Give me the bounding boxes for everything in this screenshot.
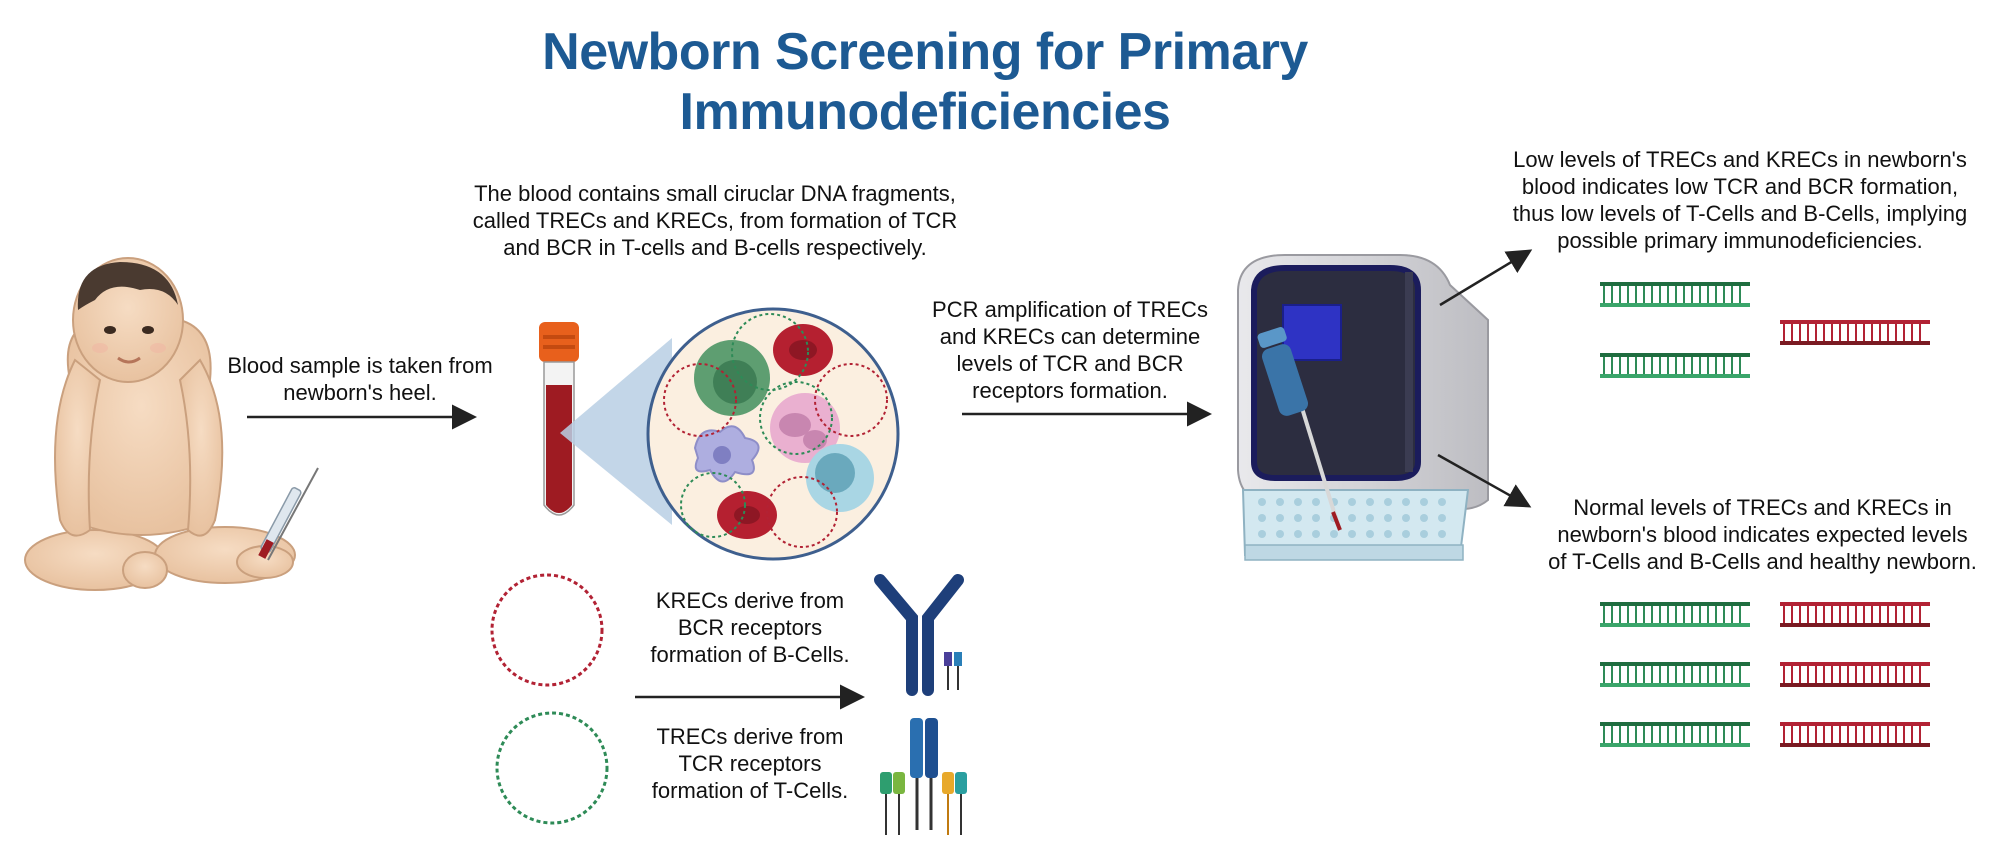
blood-cells-zoom [646, 307, 900, 561]
pcr-line: and KRECs can determine [939, 324, 1201, 349]
zoom-cone [560, 338, 672, 525]
low-levels-line: possible primary immunodeficiencies. [1557, 228, 1923, 253]
blood-contains-line: called TRECs and KRECs, from formation o… [472, 208, 958, 233]
arrow-machine-to-low [1439, 249, 1533, 307]
green-dna-strand [1600, 602, 1750, 627]
red-dna-strand [1780, 662, 1930, 687]
normal-levels-line: of T-Cells and B-Cells and healthy newbo… [1548, 549, 1977, 574]
low-levels-label: Low levels of TRECs and KRECs in newborn… [1500, 146, 1980, 254]
krecs-label: KRECs derive from BCR receptors formatio… [615, 587, 885, 668]
low-levels-line: blood indicates low TCR and BCR formatio… [1521, 174, 1959, 199]
pcr-label: PCR amplification of TRECs and KRECs can… [910, 296, 1230, 404]
red-dna-strand [1780, 320, 1930, 345]
page-title: Newborn Screening for Primary Immunodefi… [542, 23, 1308, 141]
krec-dna-ring [490, 573, 604, 687]
normal-levels-line: newborn's blood indicates expected level… [1557, 522, 1968, 547]
pcr-line: PCR amplification of TRECs [932, 297, 1208, 322]
green-dna-strand [1600, 662, 1750, 687]
blood-sample-line: newborn's heel. [283, 380, 437, 405]
bcr-antibody-icon [874, 574, 964, 696]
green-dna-strand [1600, 282, 1750, 307]
normal-dna-strands [1600, 602, 1930, 747]
blood-contains-line: and BCR in T-cells and B-cells respectiv… [503, 235, 927, 260]
trecs-line: TCR receptors [678, 751, 822, 776]
krecs-line: KRECs derive from [655, 588, 845, 613]
trecs-line: formation of T-Cells. [651, 778, 849, 803]
baby-illustration [24, 257, 296, 591]
krecs-line: formation of B-Cells. [650, 642, 850, 667]
normal-levels-label: Normal levels of TRECs and KRECs in newb… [1535, 494, 1990, 575]
low-levels-line: Low levels of TRECs and KRECs in newborn… [1513, 147, 1967, 172]
blood-tube-icon [539, 322, 579, 516]
well-plate-icon [1241, 489, 1470, 561]
trecs-line: TRECs derive from [656, 724, 844, 749]
blood-sample-label: Blood sample is taken from newborn's hee… [205, 352, 515, 406]
pipette-icon [1257, 327, 1342, 531]
syringe-icon [258, 467, 319, 561]
low-levels-line: thus low levels of T-Cells and B-Cells, … [1512, 201, 1968, 226]
green-dna-strand [1600, 353, 1750, 378]
pcr-line: receptors formation. [972, 378, 1168, 403]
trec-dna-ring [495, 711, 609, 825]
krecs-line: BCR receptors [677, 615, 823, 640]
blood-sample-line: Blood sample is taken from [227, 353, 493, 378]
arrow-machine-to-normal [1437, 453, 1532, 508]
blood-contains-label: The blood contains small ciruclar DNA fr… [430, 180, 1000, 261]
red-dna-strand [1780, 722, 1930, 747]
pcr-machine-icon [1237, 254, 1489, 510]
tcr-receptor-icon [880, 718, 967, 835]
green-dna-strand [1600, 722, 1750, 747]
trecs-label: TRECs derive from TCR receptors formatio… [615, 723, 885, 804]
red-dna-strand [1780, 602, 1930, 627]
pcr-line: levels of TCR and BCR [956, 351, 1184, 376]
blood-contains-line: The blood contains small ciruclar DNA fr… [474, 181, 956, 206]
low-dna-strands [1600, 282, 1930, 378]
normal-levels-line: Normal levels of TRECs and KRECs in [1573, 495, 1952, 520]
